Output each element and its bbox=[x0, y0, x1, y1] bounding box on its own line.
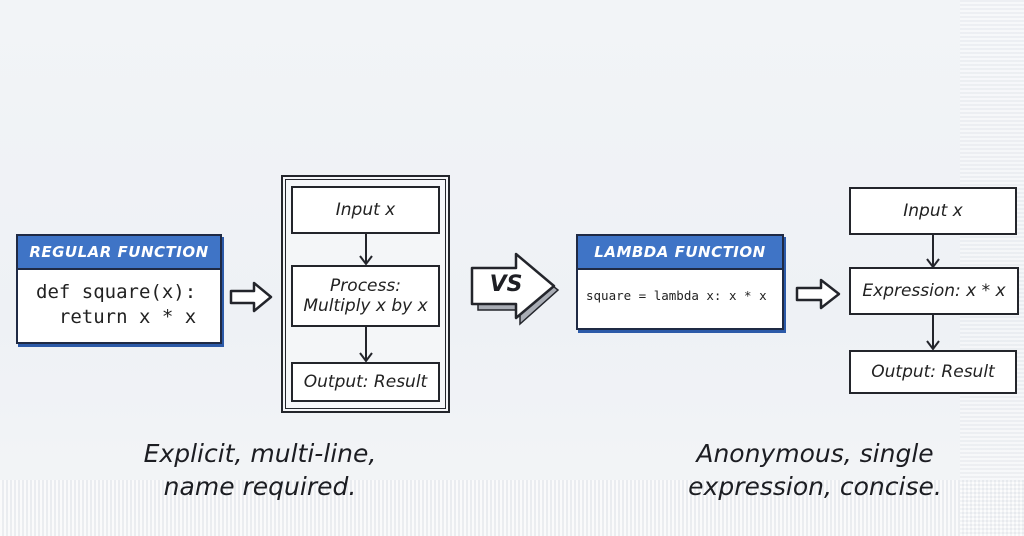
process-label: Process: bbox=[330, 275, 401, 296]
vs-label: VS bbox=[489, 272, 523, 297]
regular-flow-frame-inner bbox=[285, 179, 446, 409]
lambda-flow-input: Input x bbox=[849, 187, 1017, 235]
down-arrow-icon bbox=[359, 327, 373, 363]
down-arrow-icon bbox=[926, 235, 940, 269]
lambda-flow-output: Output: Result bbox=[849, 350, 1017, 394]
regular-caption-line1: Explicit, multi-line, bbox=[143, 439, 377, 468]
process-detail: Multiply x by x bbox=[303, 296, 428, 316]
lambda-caption: Anonymous, single expression, concise. bbox=[660, 437, 970, 503]
right-arrow-icon bbox=[795, 278, 841, 310]
regular-flow-process: Process: Multiply x by x bbox=[291, 265, 440, 327]
regular-caption: Explicit, multi-line, name required. bbox=[100, 437, 420, 503]
vs-arrow-icon bbox=[470, 252, 560, 326]
regular-flow-output: Output: Result bbox=[291, 362, 440, 402]
regular-function-code: def square(x): return x * x bbox=[18, 270, 220, 330]
lambda-function-card: LAMBDA FUNCTION square = lambda x: x * x bbox=[576, 234, 784, 330]
lambda-flow-expression: Expression: x * x bbox=[849, 267, 1019, 315]
lambda-function-code: square = lambda x: x * x bbox=[586, 288, 767, 303]
code-line-return: return x * x bbox=[36, 306, 197, 328]
regular-flow-input: Input x bbox=[291, 186, 440, 234]
regular-function-card: REGULAR FUNCTION def square(x): return x… bbox=[16, 234, 222, 344]
lambda-caption-line1: Anonymous, single bbox=[696, 439, 934, 468]
right-arrow-icon bbox=[229, 281, 273, 313]
down-arrow-icon bbox=[926, 315, 940, 351]
paper-texture-bottom bbox=[0, 480, 1024, 536]
lambda-caption-line2: expression, concise. bbox=[688, 472, 942, 501]
lambda-function-header: LAMBDA FUNCTION bbox=[578, 236, 782, 270]
down-arrow-icon bbox=[359, 234, 373, 266]
regular-function-header: REGULAR FUNCTION bbox=[18, 236, 220, 270]
regular-caption-line2: name required. bbox=[163, 472, 357, 501]
code-line-def: def square(x): bbox=[36, 281, 197, 303]
